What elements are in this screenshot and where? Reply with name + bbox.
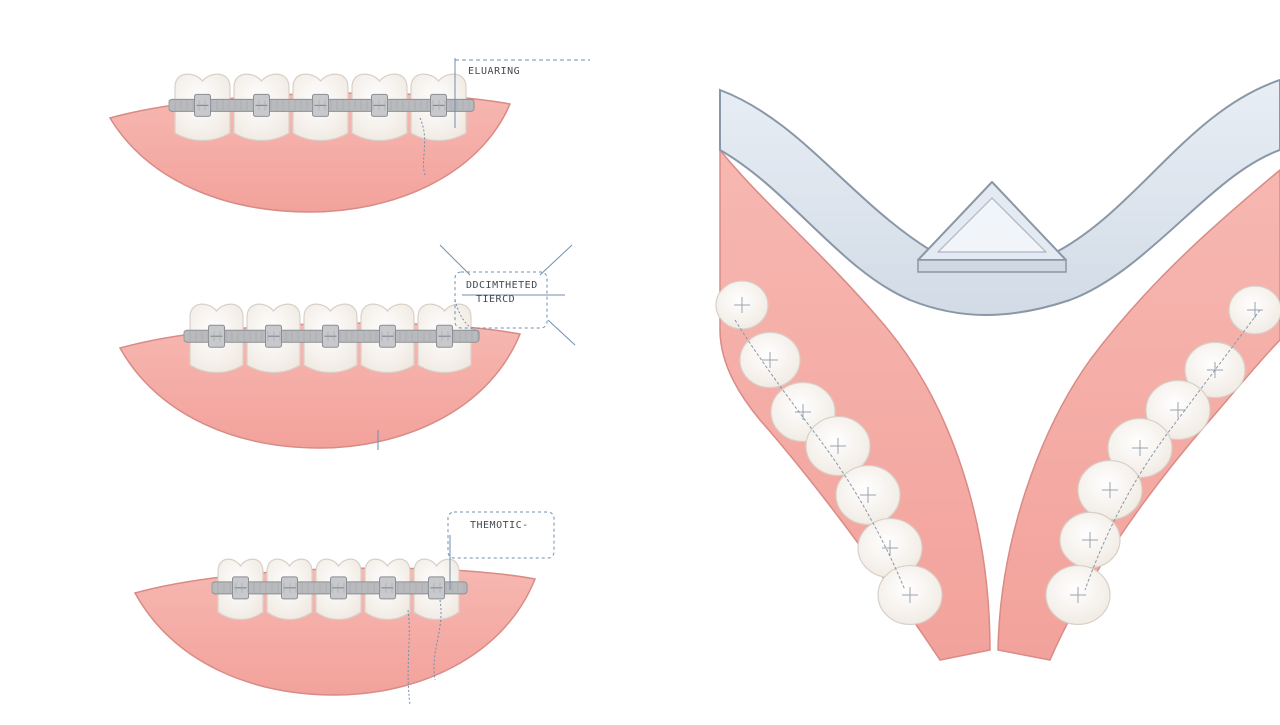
tooth-icon [1059,511,1121,569]
arch-top [108,73,512,213]
tooth-icon [1107,417,1173,479]
tooth-icon [715,280,769,330]
bonded-wire-right [1084,309,1261,591]
tooth-icon [835,464,901,526]
callout-lines [377,58,590,706]
tooth-icon [805,415,871,477]
callout-label-middle-line2: TIERCD [476,294,516,305]
arch-bottom [133,558,537,696]
bonded-wire-left [734,319,906,591]
tooth-icon [739,331,801,389]
retainer-band [719,78,1280,316]
callout-label-middle-line1: DDCIMTHETED [466,280,538,291]
jaw-teeth-left [715,280,943,626]
tooth-icon [1077,459,1143,521]
jaw-teeth-right [1045,285,1280,626]
tooth-icon [1045,564,1111,626]
arch-middle [118,303,522,449]
callout-label-top: ELUARING [468,66,521,77]
tooth-icon [1145,379,1211,441]
retainer-triangle-icon [917,181,1067,273]
callout-label-bottom: THEMOTIC- [470,520,529,531]
jaw-left-gum [719,147,991,661]
tooth-icon [1228,285,1280,335]
tooth-icon [877,564,943,626]
lower-jaw-view [715,78,1280,661]
